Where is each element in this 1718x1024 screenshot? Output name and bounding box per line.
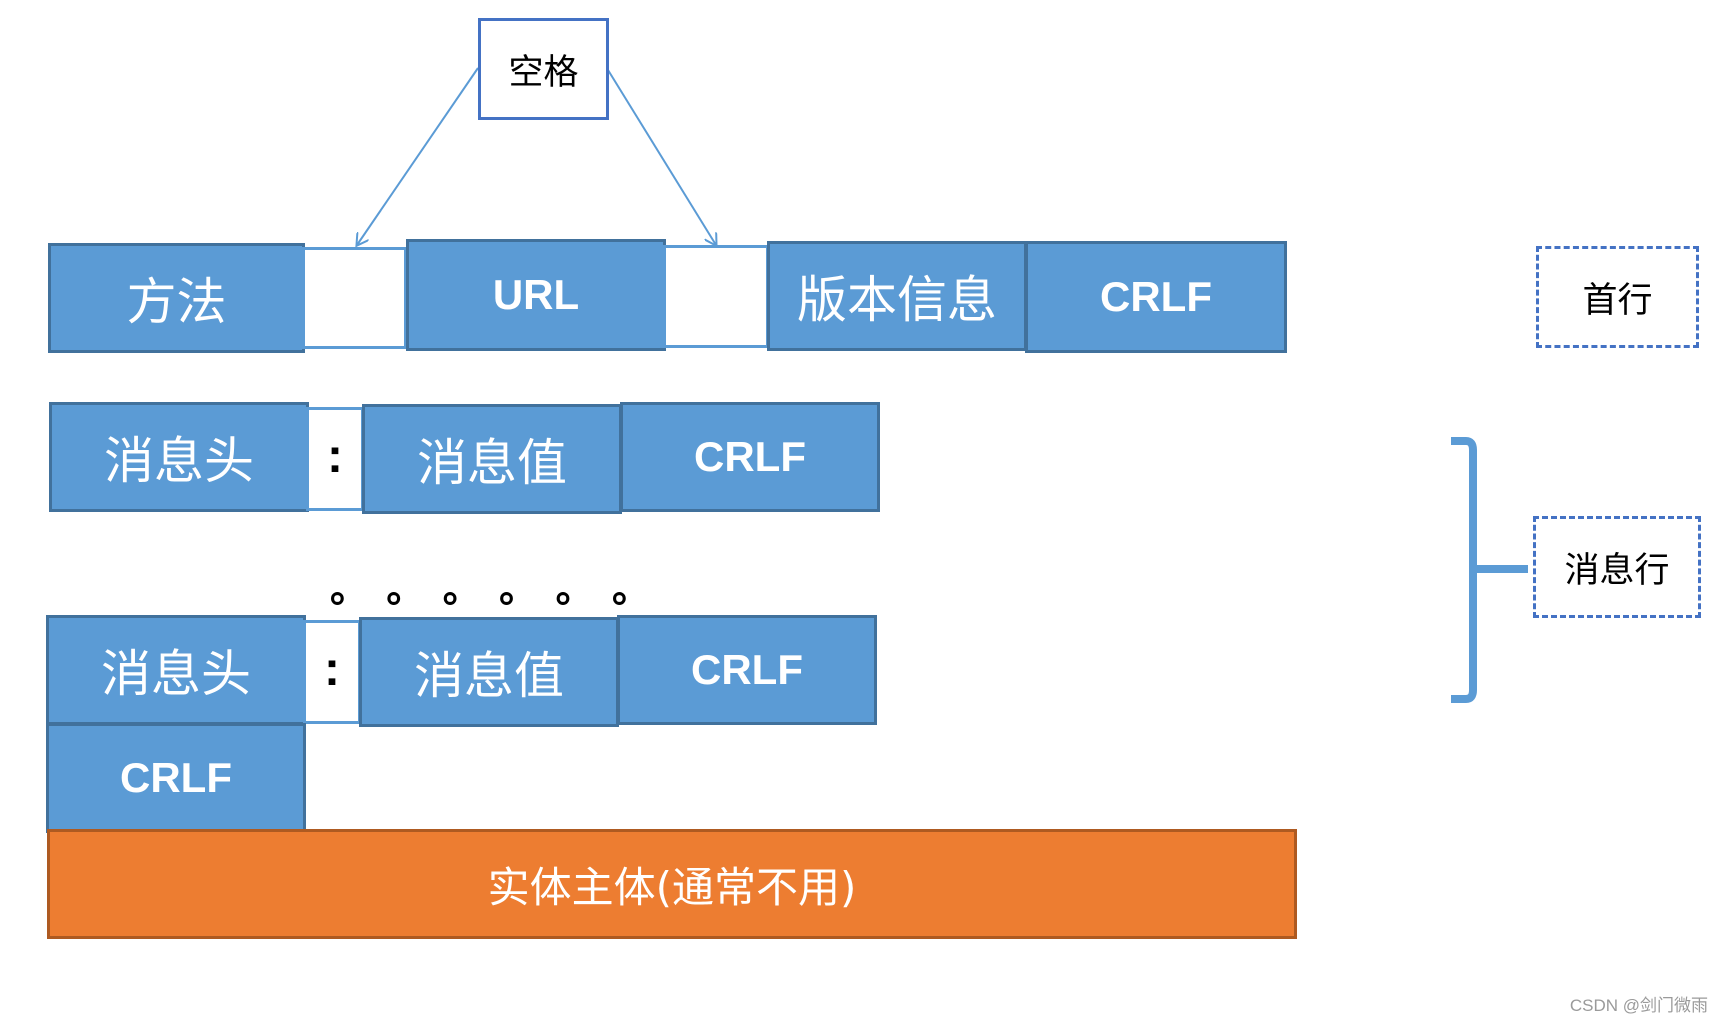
entity-body: 实体主体(通常不用) [47,829,1297,939]
space-gap-1 [302,247,407,349]
header-value-field-2: 消息值 [359,617,619,727]
ellipsis-dot: 。 [611,566,650,611]
method-field: 方法 [48,243,305,353]
ellipsis-dot: 。 [499,566,538,611]
arrow-to-first-space [357,67,479,245]
ellipsis-dot: 。 [330,566,369,611]
arrow-to-second-space [607,69,716,245]
ellipsis: 。 。 。 。 。 。 [330,555,650,615]
version-field: 版本信息 [767,241,1027,351]
header-colon-2: : [303,620,361,724]
watermark: CSDN @剑门微雨 [1569,996,1708,1015]
blank-line-crlf: CRLF [46,723,306,833]
header-name-field-1: 消息头 [49,402,309,512]
message-lines-brace [1451,437,1528,703]
legend-first-line: 首行 [1536,246,1699,348]
ellipsis-dot: 。 [442,566,481,611]
url-field: URL [406,239,666,351]
header-colon-1: : [306,407,364,511]
ellipsis-dot: 。 [555,566,594,611]
ellipsis-dot: 。 [386,566,425,611]
header-crlf-2: CRLF [617,615,877,725]
header-crlf-1: CRLF [620,402,880,512]
header-value-field-1: 消息值 [362,404,622,514]
header-name-field-2: 消息头 [46,615,306,725]
space-gap-2 [663,245,769,348]
legend-message-lines: 消息行 [1533,516,1701,618]
space-label: 空格 [478,18,609,120]
request-line-crlf: CRLF [1025,241,1287,353]
